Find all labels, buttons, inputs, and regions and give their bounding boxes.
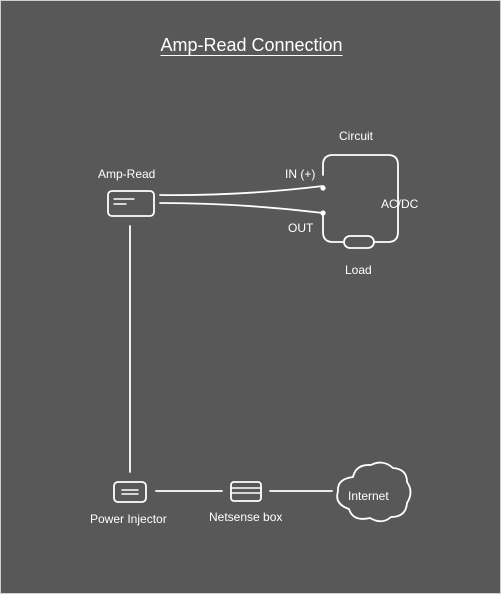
power-injector-icon [113, 481, 147, 503]
netsense-box-icon [230, 481, 262, 502]
terminal-in [320, 185, 326, 191]
terminal-out [320, 210, 326, 216]
circuit-loop [322, 154, 399, 243]
circuit-label: Circuit [339, 129, 374, 143]
wire-out [159, 202, 324, 214]
load-icon [343, 235, 375, 249]
netsense-box-label: Netsense box [209, 510, 283, 524]
internet-cloud-icon [336, 461, 412, 523]
internet-label: Internet [348, 489, 389, 503]
wire-in [159, 185, 324, 196]
load-label: Load [345, 263, 372, 277]
ac-dc-label: AC/DC [381, 197, 419, 211]
diagram-title-text: Amp-Read Connection [160, 35, 343, 55]
power-injector-label: Power Injector [90, 512, 167, 526]
out-label: OUT [288, 221, 314, 235]
amp-read-label: Amp-Read [98, 167, 156, 181]
amp-read-device-icon [107, 190, 155, 217]
diagram-title: Amp-Read Connection [1, 34, 501, 56]
in-plus-label: IN (+) [285, 167, 316, 181]
